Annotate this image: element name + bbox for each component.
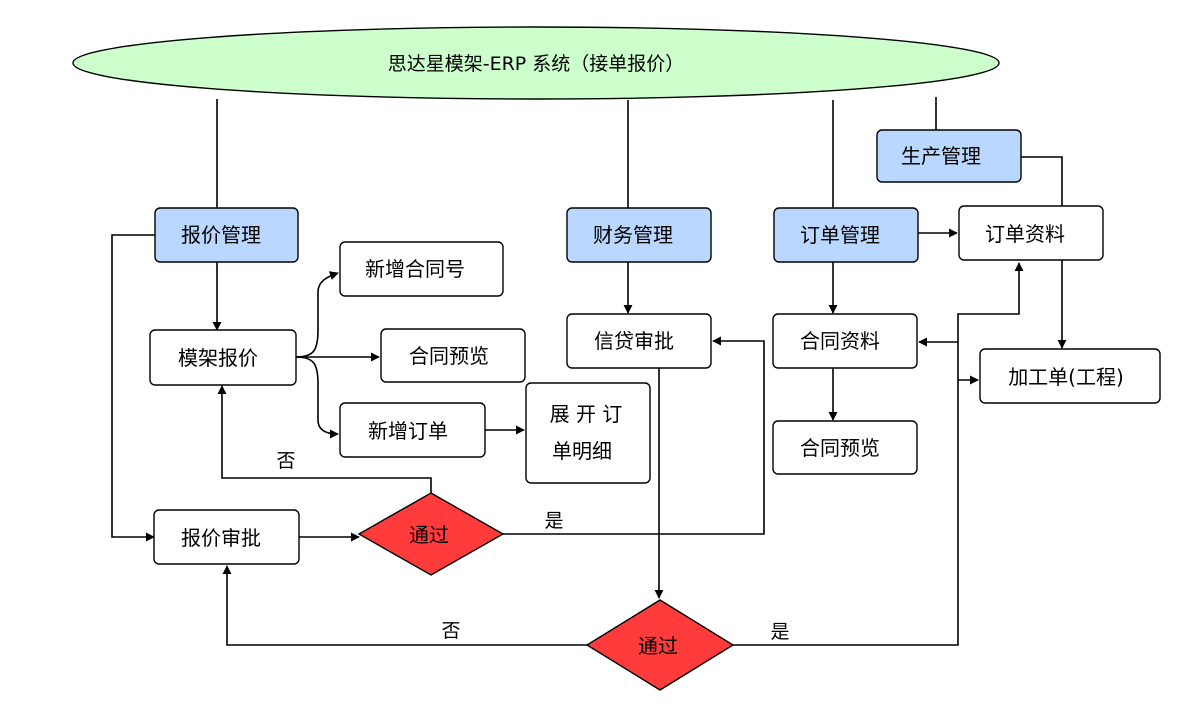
node-contract-preview-1-label: 合同预览 bbox=[409, 344, 489, 368]
node-expand-order-line2: 单明细 bbox=[552, 439, 612, 463]
title-ellipse bbox=[72, 26, 1000, 100]
node-work-order-label: 加工单(工程) bbox=[1008, 365, 1124, 389]
decision-pass-1[interactable]: 通过 bbox=[357, 492, 505, 576]
node-contract-preview-1[interactable]: 合同预览 bbox=[380, 328, 526, 383]
module-finance-mgmt[interactable]: 财务管理 bbox=[566, 207, 712, 263]
module-quote-mgmt-label: 报价管理 bbox=[181, 223, 261, 247]
node-quote-approval[interactable]: 报价审批 bbox=[153, 509, 300, 565]
module-quote-mgmt[interactable]: 报价管理 bbox=[154, 207, 299, 263]
node-formwork-quote[interactable]: 模架报价 bbox=[149, 329, 297, 386]
edge-label-yes-1: 是 bbox=[544, 510, 563, 532]
node-new-contract-no[interactable]: 新增合同号 bbox=[339, 241, 504, 297]
node-new-order-label: 新增订单 bbox=[368, 419, 448, 443]
node-formwork-quote-label: 模架报价 bbox=[178, 346, 258, 370]
node-new-order[interactable]: 新增订单 bbox=[339, 402, 486, 458]
decisions: 通过 通过 bbox=[357, 492, 735, 691]
edge-label-yes-2: 是 bbox=[770, 621, 789, 643]
system-title-text: 思达星模架-ERP 系统（接单报价） bbox=[388, 53, 685, 75]
module-order-mgmt[interactable]: 订单管理 bbox=[773, 207, 919, 263]
connector-decision1-yes bbox=[503, 336, 765, 535]
edge-labels: 否 是 否 是 bbox=[276, 450, 789, 643]
node-new-contract-no-label: 新增合同号 bbox=[365, 257, 465, 281]
node-expand-order-detail[interactable]: 展 开 订 单明细 bbox=[525, 382, 651, 484]
node-order-info[interactable]: 订单资料 bbox=[958, 205, 1104, 261]
decision-pass-1-label: 通过 bbox=[409, 523, 449, 547]
node-contract-preview-2[interactable]: 合同预览 bbox=[772, 420, 918, 475]
connector-quote-approval bbox=[111, 234, 155, 542]
edge-label-no-2: 否 bbox=[441, 620, 460, 642]
node-expand-order-line1: 展 开 订 bbox=[550, 402, 623, 426]
node-contract-info[interactable]: 合同资料 bbox=[772, 313, 918, 369]
system-title: 思达星模架-ERP 系统（接单报价） bbox=[72, 26, 1000, 100]
node-credit-approval-label: 信贷审批 bbox=[594, 329, 674, 353]
process-nodes: 模架报价 新增合同号 合同预览 新增订单 展 开 订 单明细 报价审批 信贷审批 bbox=[149, 205, 1161, 565]
node-order-info-label: 订单资料 bbox=[985, 222, 1065, 246]
edge-label-no-1: 否 bbox=[276, 450, 295, 472]
node-work-order[interactable]: 加工单(工程) bbox=[979, 348, 1161, 404]
connector-decision2-yes bbox=[733, 262, 1024, 646]
module-finance-mgmt-label: 财务管理 bbox=[593, 223, 673, 247]
module-order-mgmt-label: 订单管理 bbox=[800, 223, 880, 247]
connector-decision2-no bbox=[222, 565, 587, 646]
connector-brace-top bbox=[295, 271, 339, 358]
decision-pass-2[interactable]: 通过 bbox=[585, 599, 735, 691]
node-quote-approval-label: 报价审批 bbox=[181, 526, 261, 550]
connector-brace-bottom bbox=[295, 356, 339, 439]
node-contract-info-label: 合同资料 bbox=[800, 329, 880, 353]
decision-pass-2-label: 通过 bbox=[638, 634, 678, 658]
connectors bbox=[111, 97, 1067, 646]
module-production-mgmt-label: 生产管理 bbox=[901, 144, 981, 168]
module-boxes: 报价管理 财务管理 订单管理 生产管理 bbox=[154, 129, 1022, 263]
module-production-mgmt[interactable]: 生产管理 bbox=[876, 129, 1022, 183]
node-credit-approval[interactable]: 信贷审批 bbox=[566, 313, 712, 369]
connector-production-workorder bbox=[1021, 156, 1063, 206]
connector-decision1-no bbox=[217, 385, 432, 493]
node-contract-preview-2-label: 合同预览 bbox=[800, 436, 880, 460]
